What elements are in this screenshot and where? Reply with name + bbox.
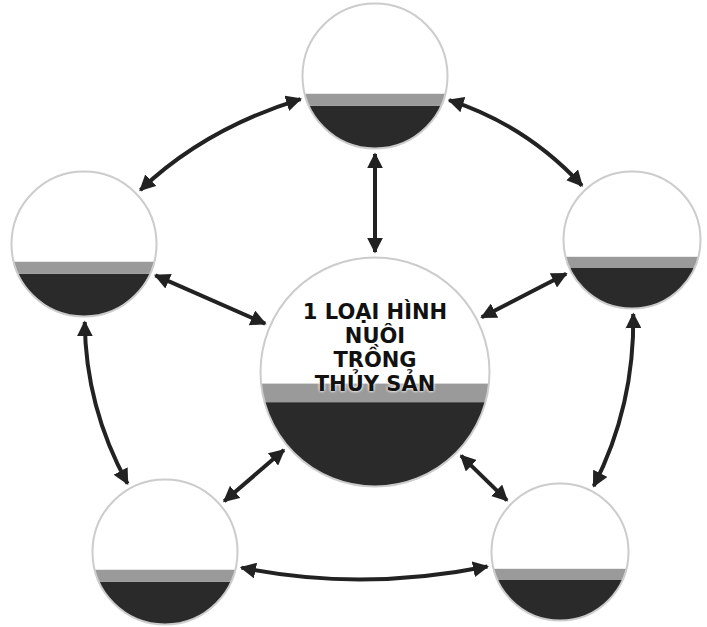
double-arrow [373, 154, 377, 252]
double-arrow [594, 314, 634, 486]
double-arrow [482, 274, 566, 317]
node-label: 1 LOẠI HÌNH NUÔI TRỒNG THỦY SẢN [300, 300, 450, 396]
double-arrow [461, 456, 507, 501]
double-arrow [155, 275, 265, 323]
circle-outline [10, 170, 158, 318]
circle-outline [490, 482, 630, 622]
double-arrow [449, 100, 582, 185]
double-arrow [85, 322, 128, 484]
circle-node [301, 2, 449, 150]
circle-node [10, 170, 158, 318]
circle-outline [91, 478, 239, 626]
circle-outline [562, 170, 702, 310]
circle-node [562, 170, 702, 310]
circle-node [91, 478, 239, 626]
circle-node: 1 LOẠI HÌNH NUÔI TRỒNG THỦY SẢN [259, 256, 491, 488]
double-arrow [224, 450, 284, 501]
circle-node [490, 482, 630, 622]
double-arrow [241, 566, 487, 579]
double-arrow [140, 99, 300, 190]
circle-outline [301, 2, 449, 150]
